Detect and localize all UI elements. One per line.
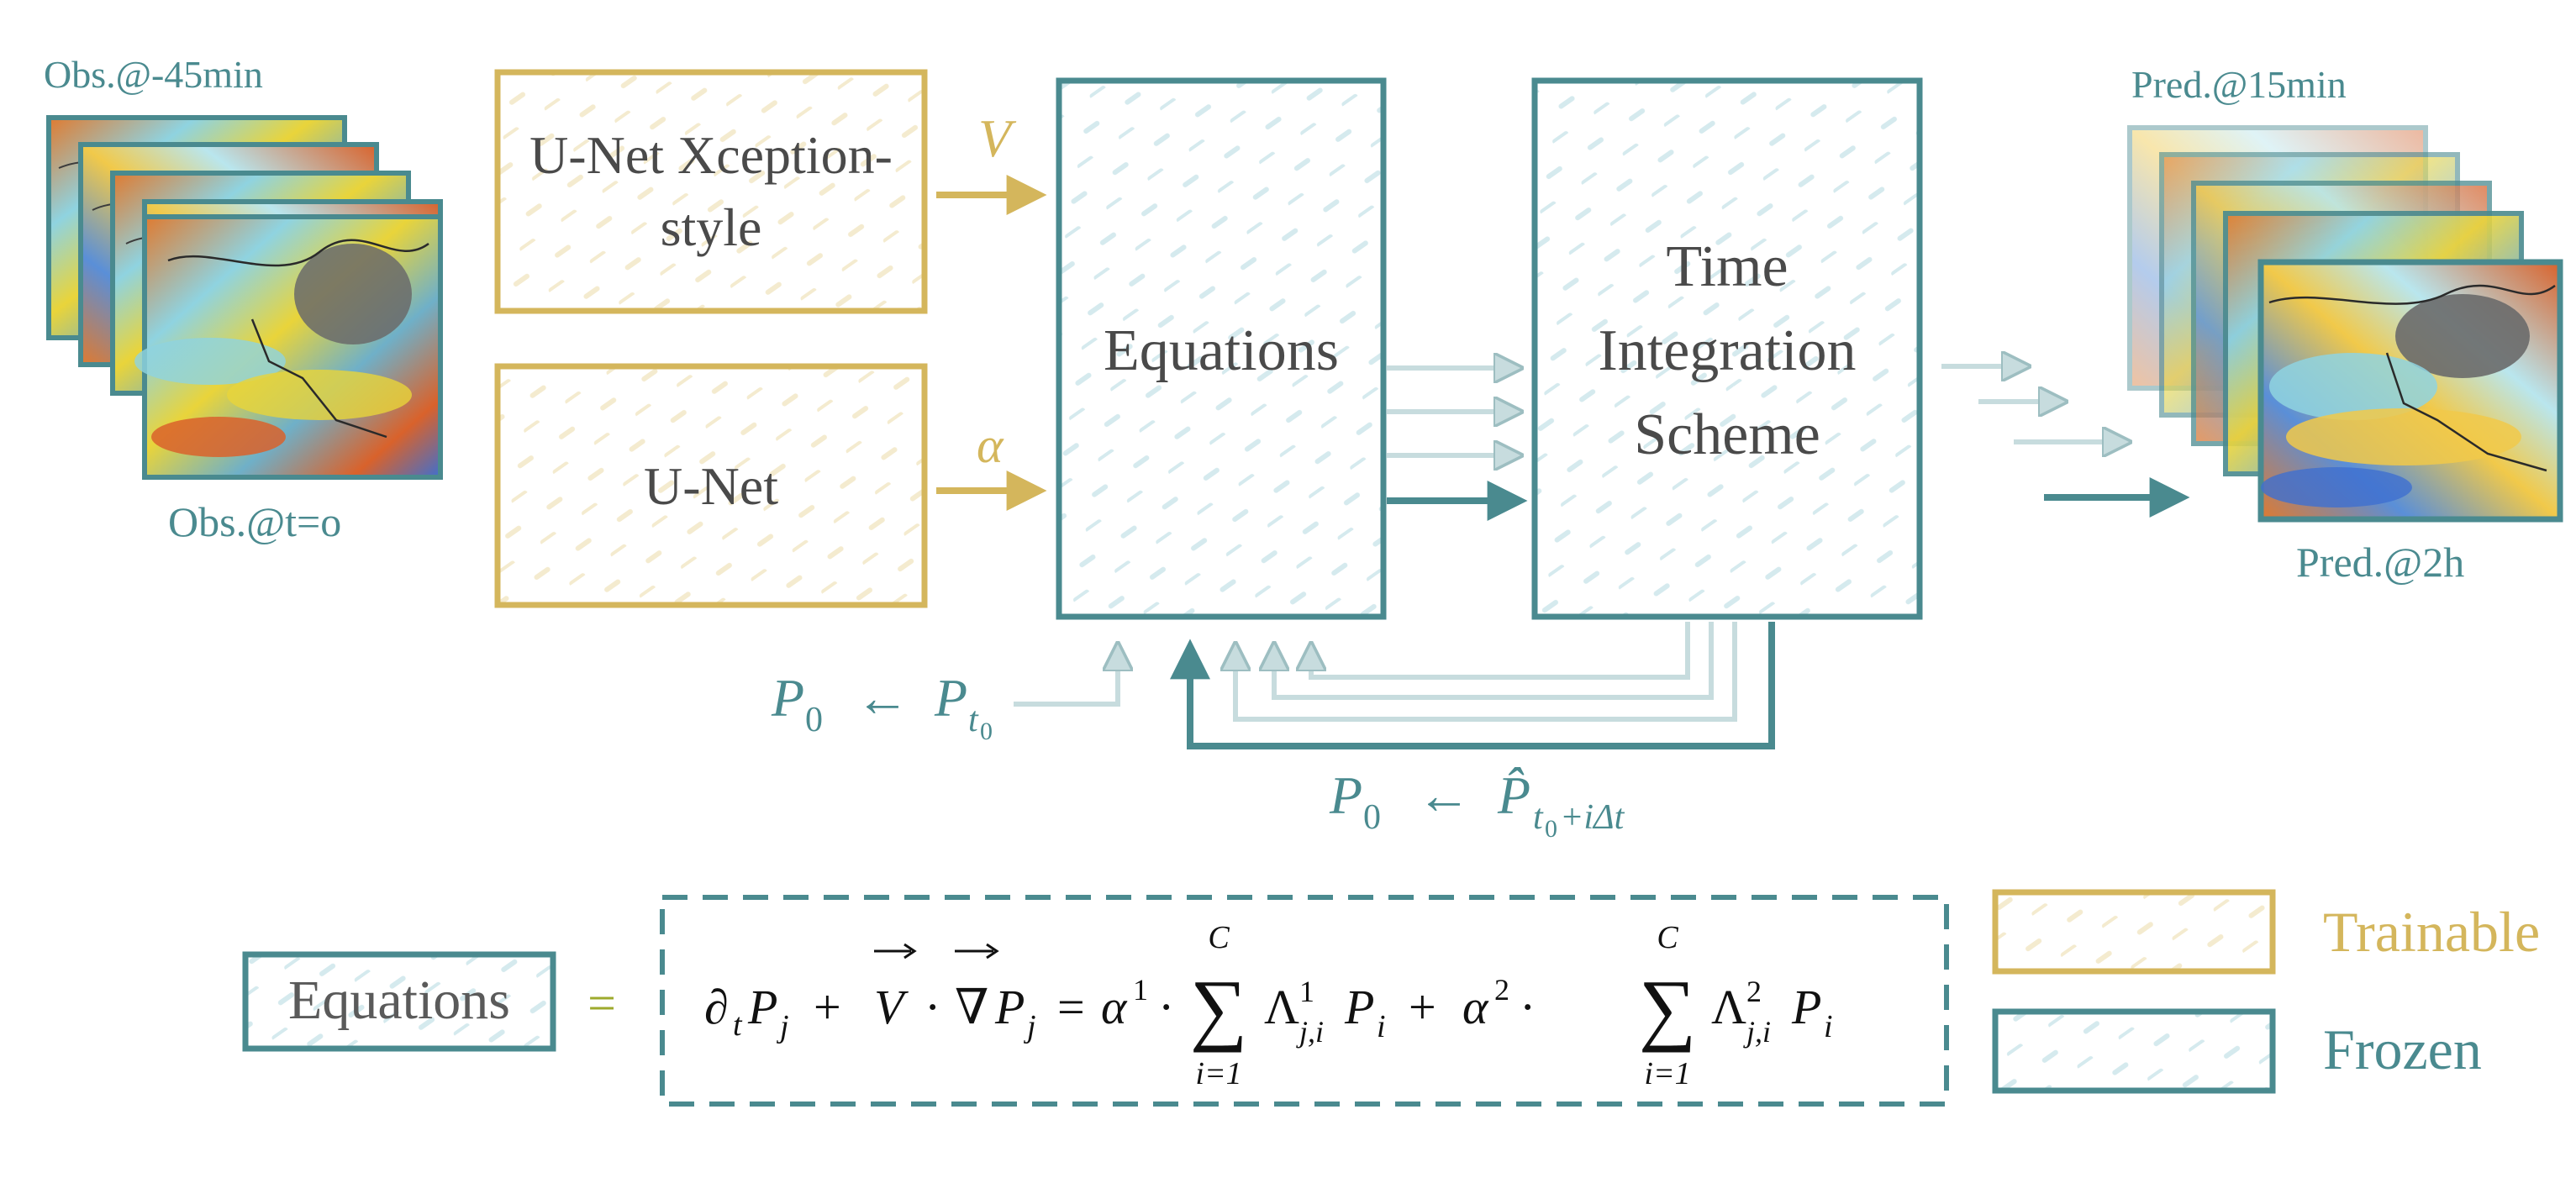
equation-formula-box [660, 895, 1949, 1107]
output-map-stack [2127, 125, 2563, 523]
eq-sum-2-top: C [1657, 920, 1678, 955]
eq-plus-1: + [814, 980, 841, 1034]
legend-frozen-swatch [1992, 1008, 2276, 1094]
output-top-label: Pred.@15min [2131, 63, 2347, 106]
tis-to-output-arrows [1941, 366, 2190, 518]
eq-lambda-1-sub: j,i [1296, 1015, 1324, 1049]
eq-v-arrow-head [903, 943, 917, 960]
equations-label: Equations [1104, 318, 1339, 383]
feedback-faded-3 [1235, 622, 1737, 722]
init-rhs-sub: t [968, 701, 979, 739]
eq-P-3-sub: i [1377, 1009, 1386, 1044]
feedback-faded-2 [1274, 622, 1714, 700]
arrow-v-label: V [978, 108, 1017, 168]
input-map-stack [46, 115, 443, 480]
init-lhs: P [771, 668, 804, 728]
eq-to-tis-arrows [1387, 368, 1528, 521]
eq-lambda-2-sup: 2 [1746, 975, 1762, 1008]
legend-trainable-swatch [1992, 889, 2276, 975]
init-lhs-sub: 0 [805, 701, 823, 739]
legend-frozen: Frozen [1992, 1008, 2482, 1094]
eq-P-4-sub: i [1824, 1009, 1833, 1044]
unet-xception-label-line1: U-Net Xception- [529, 125, 893, 185]
init-rhs-subsub: 0 [980, 718, 993, 745]
recurrent-feedback-lines [1170, 622, 1775, 749]
eq-plus-2: + [1409, 980, 1436, 1034]
equals-sign: = [587, 975, 616, 1031]
loop-rhs-subsub: 0 [1545, 815, 1557, 843]
equations-block: Equations [1056, 77, 1387, 620]
arrow-alpha-label: α [977, 418, 1004, 473]
loop-rhs-sub-tail: +iΔt [1560, 798, 1625, 837]
eq-alpha-1: α [1101, 980, 1128, 1034]
recurrent-condition-label: P 0 ← P̂ t 0 +iΔt [1329, 765, 1625, 843]
time-integration-block: Time Integration Scheme [1531, 77, 1923, 620]
eq-alpha-1-sup: 1 [1133, 973, 1148, 1007]
initial-state-feedback [1014, 647, 1118, 707]
eq-lambda-1-sup: 1 [1299, 975, 1314, 1008]
unet-xception-label-line2: style [661, 197, 762, 257]
eq-nabla-arrow-head [986, 943, 999, 960]
eq-lambda-2-sub: j,i [1743, 1015, 1771, 1049]
eq-P-3: P [1344, 980, 1374, 1034]
eq-alpha-2-sup: 2 [1494, 973, 1509, 1007]
eq-lambda-1: Λ [1264, 980, 1299, 1034]
unet-label: U-Net [644, 456, 778, 516]
tis-label-line1: Time [1666, 234, 1788, 299]
eq-alpha-2: α [1462, 980, 1489, 1034]
feedback-current [1170, 622, 1775, 749]
eq-sum-2: ∑ [1639, 963, 1696, 1053]
eq-dot-1: · [925, 980, 940, 1034]
loop-rhs: P̂ [1497, 765, 1530, 825]
unet-block: U-Net [494, 363, 928, 608]
unet-xception-block: U-Net Xception- style [494, 69, 928, 314]
eq-dot-3: · [1520, 980, 1536, 1034]
eq-lambda-2: Λ [1711, 980, 1746, 1034]
legend-trainable: Trainable [1992, 889, 2540, 975]
eq-dot-2: · [1158, 980, 1174, 1034]
eq-sum-1-bottom: i=1 [1195, 1056, 1241, 1091]
output-map-frame-front [2257, 259, 2563, 523]
tis-label-line2: Integration [1598, 318, 1856, 383]
init-rhs: P [934, 668, 967, 728]
eq-P-4: P [1791, 980, 1821, 1034]
init-arrow: ← [856, 668, 909, 728]
loop-lhs: P [1329, 765, 1362, 825]
loop-arrow: ← [1417, 765, 1471, 825]
eq-sum-1: ∑ [1190, 963, 1247, 1053]
initial-condition-label: P 0 ← P t 0 [771, 668, 993, 745]
equations-legend-box: Equations [242, 951, 556, 1052]
equation-formula: ∂ t P j + V · ∇ P j = α 1 · C ∑ i=1 Λ 1 … [704, 920, 1833, 1091]
output-bottom-label: Pred.@2h [2296, 539, 2464, 586]
tis-label-line3: Scheme [1634, 402, 1820, 467]
eq-sum-2-bottom: i=1 [1644, 1056, 1690, 1091]
eq-P-2: P [994, 980, 1025, 1034]
input-map-frame-front [134, 214, 443, 480]
equations-legend-label: Equations [288, 970, 510, 1031]
loop-lhs-sub: 0 [1363, 798, 1381, 837]
legend-trainable-label: Trainable [2323, 900, 2540, 964]
feedback-faded-1 [1311, 622, 1690, 680]
eq-nabla: ∇ [955, 980, 989, 1034]
eq-P: P [747, 980, 777, 1034]
loop-rhs-sub: t [1533, 798, 1544, 837]
eq-partial: ∂ [704, 980, 729, 1034]
input-top-label: Obs.@-45min [44, 53, 263, 96]
eq-partial-sub: t [733, 1007, 743, 1043]
legend-frozen-label: Frozen [2323, 1017, 2482, 1081]
eq-equals: = [1057, 980, 1085, 1034]
eq-V: V [874, 980, 909, 1034]
eq-sum-1-top: C [1208, 920, 1230, 955]
input-bottom-label: Obs.@t=o [168, 498, 341, 545]
